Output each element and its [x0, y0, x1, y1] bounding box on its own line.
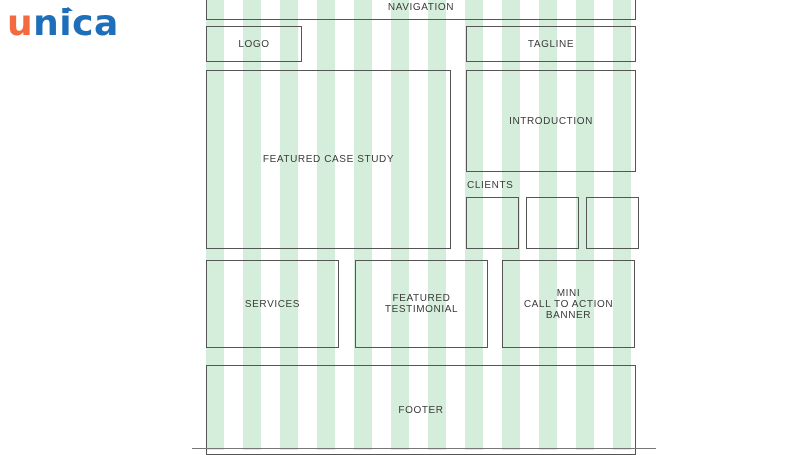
grid-column-stripe [243, 0, 261, 450]
client-box [466, 197, 519, 249]
grid-column-stripe [613, 0, 631, 450]
grid-column-stripe [428, 0, 446, 450]
grid-column-stripe [391, 0, 409, 450]
brand-logo-rest: nica [33, 3, 119, 44]
tagline-label: TAGLINE [527, 38, 575, 50]
grid-column-stripe [354, 0, 372, 450]
navigation-label: NAVIGATION [387, 2, 455, 13]
grid-column-stripe [502, 0, 520, 450]
grid-column-stripe [539, 0, 557, 450]
brand-logo-first-letter: u [7, 3, 34, 44]
mini-call-to-action-banner-block: MINI CALL TO ACTION BANNER [502, 260, 635, 348]
mini-call-to-action-banner-label: MINI CALL TO ACTION BANNER [523, 287, 614, 321]
graduation-cap-icon [63, 7, 73, 11]
logo-block: LOGO [206, 26, 302, 62]
featured-case-study-block: FEATURED CASE STUDY [206, 70, 451, 249]
brand-logo: unica [7, 3, 119, 45]
featured-testimonial-label: FEATURED TESTIMONIAL [384, 293, 459, 315]
grid-column-stripe [465, 0, 483, 450]
logo-label: LOGO [238, 38, 270, 50]
footer-label: FOOTER [398, 404, 444, 416]
grid-columns [206, 0, 636, 450]
clients-label: CLIENTS [467, 180, 514, 191]
featured-testimonial-block: FEATURED TESTIMONIAL [355, 260, 488, 348]
introduction-block: INTRODUCTION [466, 70, 636, 172]
grid-column-stripe [206, 0, 224, 450]
featured-case-study-label: FEATURED CASE STUDY [262, 154, 395, 165]
page-baseline [192, 448, 656, 449]
navigation-block: NAVIGATION [206, 0, 636, 20]
introduction-label: INTRODUCTION [509, 115, 593, 127]
grid-column-stripe [317, 0, 335, 450]
client-box [586, 197, 639, 249]
tagline-block: TAGLINE [466, 26, 636, 62]
services-block: SERVICES [206, 260, 339, 348]
services-label: SERVICES [244, 298, 301, 310]
footer-block: FOOTER [206, 365, 636, 455]
grid-column-stripe [576, 0, 594, 450]
client-box [526, 197, 579, 249]
grid-column-stripe [280, 0, 298, 450]
